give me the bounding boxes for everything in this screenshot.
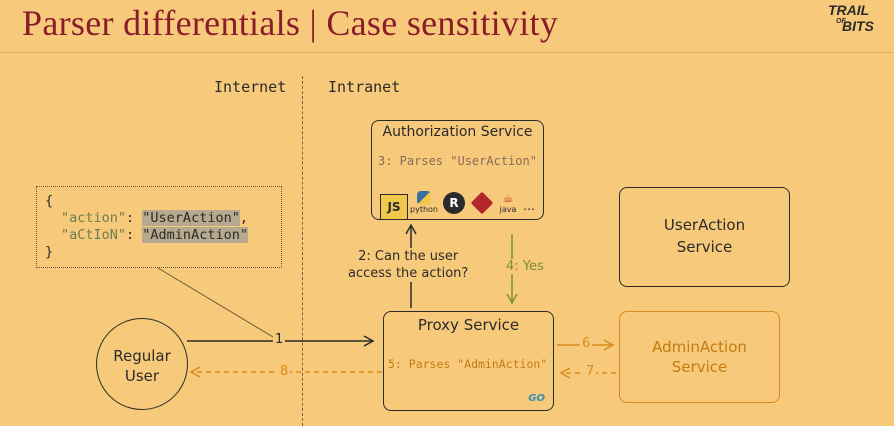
useraction-service-box: UserAction Service [619, 187, 790, 287]
arrow-step-1-head [363, 335, 375, 347]
step-8-label: 8 [278, 364, 291, 379]
authorization-service-title: Authorization Service [382, 124, 533, 140]
go-language-icon: GO [528, 393, 545, 404]
adminaction-service-box: AdminAction Service [619, 311, 780, 403]
python-icon: python [410, 188, 438, 216]
logo-line-3: BITS [842, 18, 874, 34]
proxy-service-box: Proxy Service 5: Parses "AdminAction" GO [383, 311, 554, 411]
arrow-step-2-head [405, 223, 417, 235]
useraction-service-label-1: UserAction [663, 216, 746, 234]
step-2-label: 2: Can the user access the action? [348, 248, 469, 282]
json-key-2: "aCtIoN" [61, 227, 127, 243]
json-pointer-line [157, 267, 279, 341]
regular-user-node: Regular User [96, 318, 188, 410]
zone-intranet-label: Intranet [328, 78, 401, 96]
python-label: python [410, 204, 438, 214]
step-4-label: 4: Yes [504, 259, 546, 274]
trail-of-bits-logo: TRAIL OF BITS [828, 2, 888, 36]
zone-internet-label: Internet [214, 78, 287, 96]
logo-line-1: TRAIL [828, 2, 870, 18]
regular-user-label-2: User [124, 367, 160, 385]
json-key-1: "action" [61, 210, 127, 226]
slide-title: Parser differentials | Case sensitivity [22, 3, 559, 43]
useraction-service-label-2: Service [676, 238, 733, 256]
adminaction-service-label-1: AdminAction [652, 338, 747, 356]
step-7-label: 7 [584, 364, 597, 379]
arrow-step-8-head [189, 366, 201, 378]
step-6-label: 6 [580, 336, 593, 351]
proxy-service-title: Proxy Service [417, 316, 520, 334]
step-1-label: 1 [273, 332, 286, 347]
arrow-step-4-head [506, 293, 518, 305]
arrow-step-7-head [559, 367, 571, 379]
step-2-label-line-1: 2: Can the user [358, 249, 459, 264]
java-cup-glyph: ☕ [502, 190, 514, 205]
arrow-step-6-head [603, 339, 615, 351]
java-label: java [499, 204, 517, 214]
proxy-parse-note: 5: Parses "AdminAction" [388, 357, 548, 371]
network-divider [302, 76, 303, 426]
title-divider [0, 52, 894, 53]
json-value-2: "AdminAction" [142, 227, 248, 243]
logo-line-2: OF [836, 18, 846, 25]
adminaction-service-label-2: Service [671, 358, 728, 376]
json-open-brace: { [45, 193, 54, 209]
step-2-label-line-2: access the action? [348, 266, 469, 281]
json-line-1: "action": "UserAction", [61, 210, 248, 226]
python-logo-mark [417, 190, 431, 205]
more-languages: ... [523, 199, 535, 213]
regular-user-label-1: Regular [113, 347, 171, 365]
java-icon: ☕ java [497, 188, 519, 216]
javascript-icon: JS [380, 194, 408, 220]
json-line-2: "aCtIoN": "AdminAction" [61, 227, 248, 243]
json-request-body: { "action": "UserAction", "aCtIoN": "Adm… [36, 186, 282, 268]
json-value-1: "UserAction" [142, 210, 240, 226]
authorization-service-box: Authorization Service 3: Parses "UserAct… [371, 120, 544, 220]
json-close-brace: } [45, 244, 54, 260]
authorization-parse-note: 3: Parses "UserAction" [378, 154, 537, 168]
rust-icon: R [443, 192, 465, 214]
